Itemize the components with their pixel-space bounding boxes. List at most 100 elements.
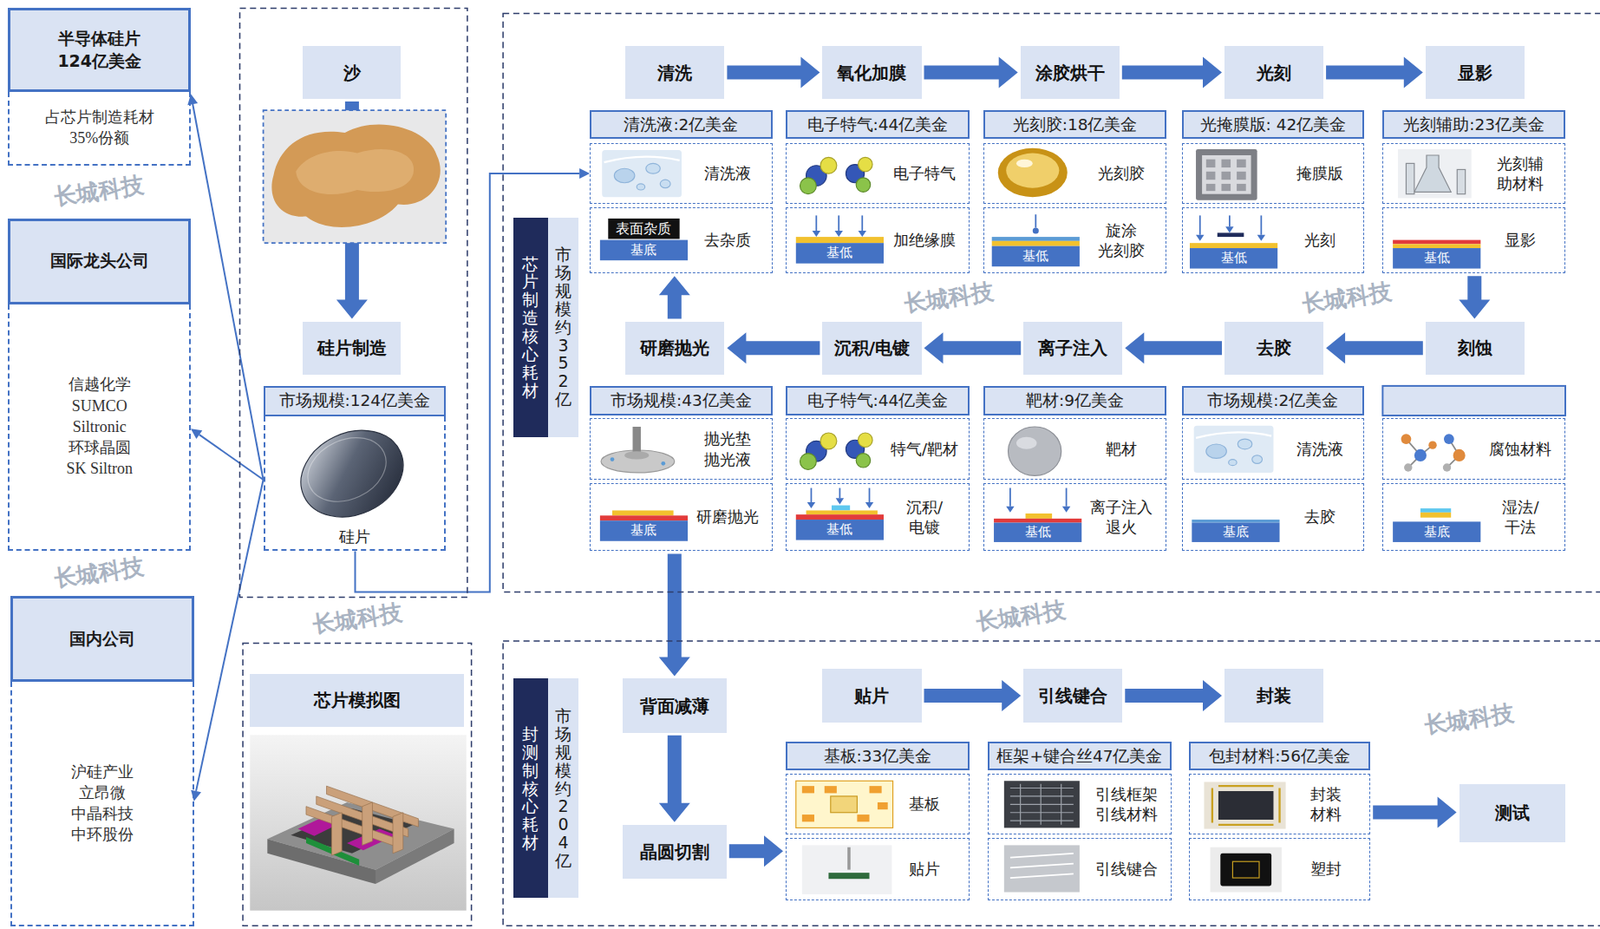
material-icon [1010,795,1074,797]
header-band: 靶材:9亿美金 [983,385,1167,416]
process-diagram [993,518,1082,523]
node-text: 封装 材料 [1310,783,1342,825]
material-icon [800,156,874,194]
material-icon [1414,155,1451,192]
material-icon [1218,790,1274,820]
process-diagram [612,509,674,516]
process-box: 去胶 [1224,321,1324,375]
material-card: 清洗液:2亿美金清洗液去杂质 [589,110,773,274]
panel-text-area: 抛光垫 抛光液 [686,418,770,479]
material-panel: 引线键合 [987,837,1172,901]
info-panel: 市场规模:124亿美金硅片 [263,385,447,552]
process-diagram [865,502,874,509]
block-arrow-shape [1325,57,1424,89]
process-diagram [810,215,1261,506]
panel-text-area: 光刻胶 [1080,143,1163,204]
process-diagram [796,514,884,520]
material-icon [1221,159,1231,168]
node-text: 清洗液 [1296,438,1344,459]
material-panel: 离子注入 退火 [983,483,1167,552]
material-panel: 光刻辅 助材料 [1382,143,1566,205]
watermark: 长城科技 [1300,278,1394,317]
process-box: 沉积/电镀 [822,321,921,375]
panel-text-area: 旋涂 光刻胶 [1080,208,1163,273]
panel-text-area: 封装 材料 [1285,774,1368,835]
material-icon [1232,861,1260,878]
process-diagram [1257,235,1266,242]
block-arrow [659,275,691,319]
material-panel: 旋涂 光刻胶 [983,207,1167,274]
material-icon [1010,783,1074,825]
material-panel: 显影 [1382,207,1566,274]
connector-line [199,434,264,480]
node-text: 背面减薄 [640,694,710,718]
material-icon [601,150,682,197]
sand-image [263,110,447,243]
process-diagram [1062,506,1071,513]
process-diagram [600,240,688,262]
block-arrow [1458,275,1490,319]
process-diagram [1392,240,1481,245]
node-text: 清洗液 [704,163,752,183]
block-arrow-shape [1458,275,1490,319]
process-diagram [1005,506,1014,513]
material-icon [1397,149,1472,198]
process-box: 引线键合 [1023,668,1123,723]
material-icon [1004,780,1080,828]
layer-label: 基低 [826,522,853,537]
process-diagram [807,226,1266,512]
layer-label: 基低 [1221,250,1248,266]
process-box: 离子注入 [1023,321,1123,375]
process-diagram [839,488,842,499]
panel-text-area: 清洗液 [686,143,770,204]
node-text: 研磨抛光 [640,336,710,360]
block-arrow [1122,57,1222,89]
node-text: 半导体硅片 124亿美金 [57,27,142,72]
material-panel: 去杂质 [589,207,773,274]
material-card: 基板:33亿美金基板贴片 [785,741,970,900]
material-panel: 贴片 [785,837,970,901]
connector-line [192,104,263,480]
material-icon [1010,853,1074,878]
node-text: 市场规模:124亿美金 [279,390,432,412]
node-text: 基板 [908,793,941,814]
node-text: 贴片 [854,684,889,707]
block-arrow [924,679,1022,712]
panel-text-area: 去杂质 [686,208,770,273]
panel-text-area: 贴片 [882,838,967,900]
material-icon [802,785,815,793]
material-panel: 研磨抛光 [589,483,773,552]
block-arrow-shape [729,835,784,867]
material-card: 市场规模:43亿美金抛光垫 抛光液研磨抛光 [589,385,773,552]
process-box: 芯片模拟图 [249,673,464,727]
material-icon [847,847,851,870]
block-arrow-shape [924,679,1022,712]
block-arrow [924,57,1019,89]
watermark: 长城科技 [52,554,146,593]
region-border [240,8,1600,927]
block-arrow [1124,679,1222,712]
material-icon [796,780,894,828]
node-text: 封测制核心耗材 [522,724,539,852]
material-icon [856,814,869,822]
process-diagram [807,502,816,509]
node-text: 清洗 [657,61,693,85]
material-icon [1453,449,1466,462]
process-diagram [1032,228,1039,235]
node-text: 引线键合 [1038,684,1108,707]
node-text: 国内公司 [69,627,136,651]
block-arrow [726,57,820,89]
node-text: 沉积/电镀 [834,336,910,360]
watermark: 长城科技 [52,172,146,211]
block-arrow-shape [726,332,820,364]
panel-text-area: 腐蚀材料 [1479,418,1562,479]
node-text: 国际龙头公司 [50,249,150,273]
node-text: 市场规模:2亿美金 [1207,390,1339,412]
process-box: 硅片制造 [302,321,401,375]
process-diagram [812,230,821,237]
panel-text-area: 引线框架 引线材料 [1084,774,1169,835]
node-text: 封装 [1256,684,1292,707]
node-text: 塑封 [1310,858,1342,879]
node-text: 掩膜版 [1296,163,1344,183]
